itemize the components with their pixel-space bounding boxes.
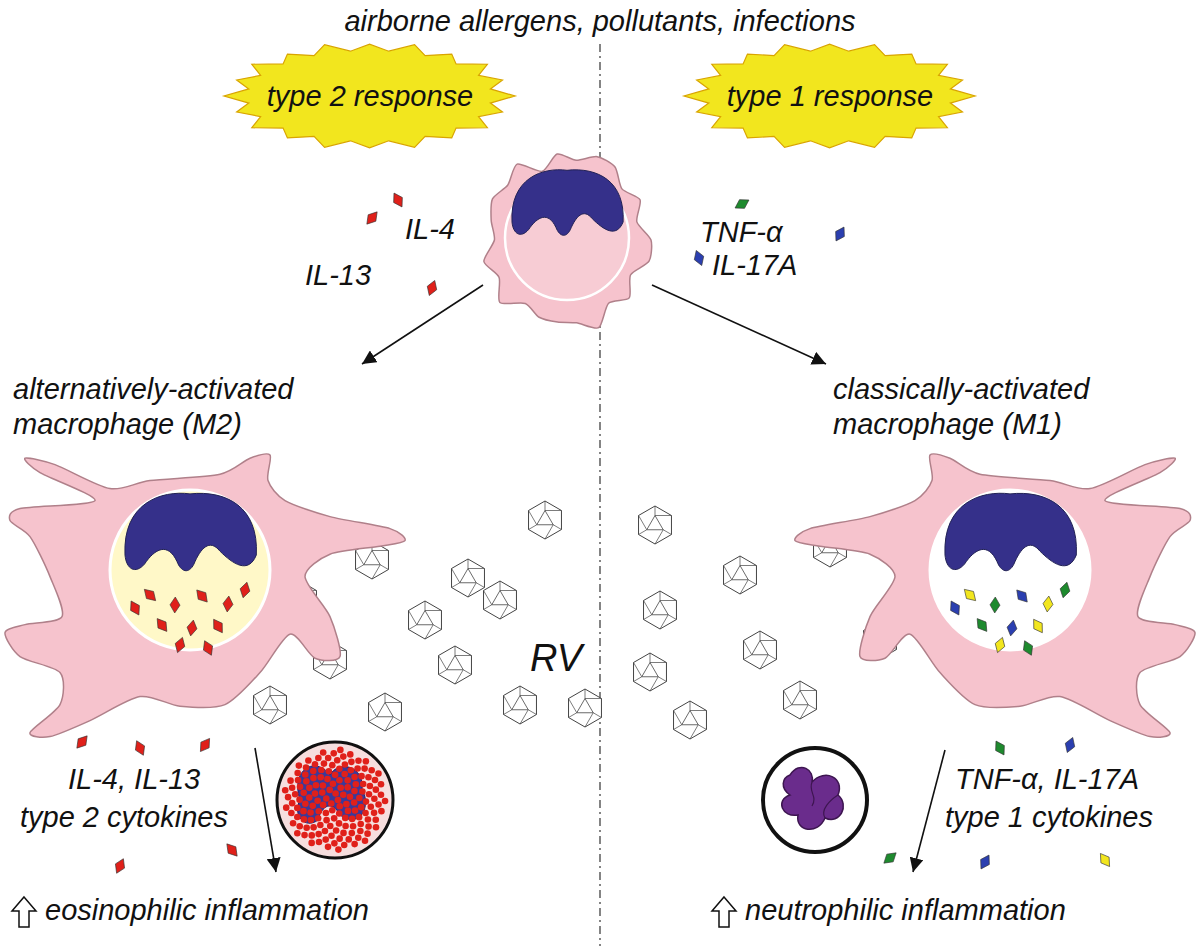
virus-icosahedron xyxy=(784,681,817,719)
cytokine-mark xyxy=(992,739,1009,758)
cell-nucleus xyxy=(298,766,366,823)
virus-icosahedron xyxy=(569,689,602,727)
cytokine-mark xyxy=(186,619,199,636)
virus-label: RV xyxy=(530,636,582,682)
cytokine-mark xyxy=(196,736,213,755)
cytokine-mark xyxy=(132,739,148,758)
cytokine-mark xyxy=(973,616,991,635)
cytokine-mark xyxy=(193,587,211,606)
increase-arrow xyxy=(712,897,736,927)
cytokine-mark xyxy=(1029,617,1046,636)
virus-icosahedron xyxy=(409,601,442,639)
differentiation-arrow xyxy=(362,285,483,364)
response-label: type 2 response xyxy=(267,79,473,114)
response-starburst: type 1 response xyxy=(682,40,977,152)
cytokine-mark xyxy=(390,191,407,210)
cytokine-mark xyxy=(73,733,91,752)
virus-icosahedron xyxy=(484,581,517,619)
virus-icosahedron xyxy=(644,591,677,629)
virus-icosahedron xyxy=(529,501,562,539)
cytokine-mark xyxy=(223,841,241,860)
cytokine-mark xyxy=(832,225,849,244)
cytokine-mark xyxy=(222,596,234,613)
cytokine-mark xyxy=(977,853,994,872)
cytokine-type-label: type 2 cytokines xyxy=(20,800,228,835)
cytokine-mark xyxy=(1042,596,1054,613)
response-starburst: type 2 response xyxy=(222,40,517,152)
macrophage-heading: alternatively-activated macrophage (M2) xyxy=(5,372,383,442)
virus-icosahedron xyxy=(674,701,707,739)
cytokine-mark xyxy=(127,599,144,618)
cytokine-label: IL-4, IL-13 xyxy=(68,762,200,797)
cytokine-label: IL-17A xyxy=(712,248,797,283)
macrophage-heading: classically-activated macrophage (M1) xyxy=(775,372,1200,442)
differentiation-arrow xyxy=(652,285,826,364)
response-label: type 1 response xyxy=(727,79,933,114)
cell-nucleus xyxy=(512,170,623,236)
recruitment-arrow xyxy=(913,750,945,872)
cytokine-label: TNF-α xyxy=(700,215,783,250)
recruitment-arrow xyxy=(255,748,276,872)
cell-nucleus xyxy=(125,493,257,570)
cytokine-mark xyxy=(200,639,216,658)
cytokine-mark xyxy=(1020,639,1036,658)
cytokine-mark xyxy=(733,196,752,213)
virus-icosahedron xyxy=(639,506,672,544)
inflammation-label: eosinophilic inflammation xyxy=(45,893,369,928)
cytokine-label: TNF-α, IL-17A xyxy=(955,762,1139,797)
cytokine-mark xyxy=(173,636,187,654)
virus-icosahedron xyxy=(744,631,777,669)
cytokine-mark xyxy=(990,597,1001,613)
cytokine-mark xyxy=(170,597,181,613)
inflammation-label: neutrophilic inflammation xyxy=(745,893,1066,928)
cytokine-mark xyxy=(1096,851,1113,870)
virus-icosahedron xyxy=(504,686,537,724)
cytokine-mark xyxy=(112,857,128,876)
virus-icosahedron xyxy=(634,653,667,691)
cytokine-mark xyxy=(238,581,252,599)
cytokine-label: IL-4 xyxy=(405,212,455,247)
neutrophil xyxy=(763,748,867,852)
macrophage-cell: classically-activated macrophage (M1) xyxy=(775,372,1195,757)
cytokine-mark xyxy=(961,586,979,604)
virus-icosahedron xyxy=(369,693,402,731)
cell-nucleus xyxy=(945,493,1077,570)
monocyte-body xyxy=(484,154,652,328)
cytokine-mark xyxy=(1063,736,1078,754)
cytokine-mark xyxy=(1013,587,1031,606)
cytokine-mark xyxy=(993,636,1007,654)
cytokine-mark xyxy=(1058,581,1072,599)
cytokine-mark xyxy=(947,599,964,618)
virus-icosahedron xyxy=(439,646,472,684)
cytokine-mark xyxy=(141,586,159,604)
diagram-title: airborne allergens, pollutants, infectio… xyxy=(0,4,1200,39)
cytokine-type-label: type 1 cytokines xyxy=(945,800,1153,835)
cytokine-label: IL-13 xyxy=(305,258,371,293)
cytokine-mark xyxy=(153,616,171,635)
monocyte xyxy=(484,154,652,328)
eosinophil xyxy=(277,742,393,858)
virus-icosahedron xyxy=(254,686,287,724)
cytokine-mark xyxy=(425,279,440,297)
cytokine-mark xyxy=(209,617,226,636)
cytokine-mark xyxy=(363,209,381,228)
cytokine-mark xyxy=(1006,619,1019,636)
macrophage-cell: alternatively-activated macrophage (M2) xyxy=(5,372,425,757)
cytokine-mark xyxy=(692,249,707,267)
cell-nucleus xyxy=(782,767,844,829)
virus-icosahedron xyxy=(724,556,757,594)
increase-arrow xyxy=(12,897,36,927)
cytokine-mark xyxy=(881,849,900,867)
virus-icosahedron xyxy=(452,559,485,597)
